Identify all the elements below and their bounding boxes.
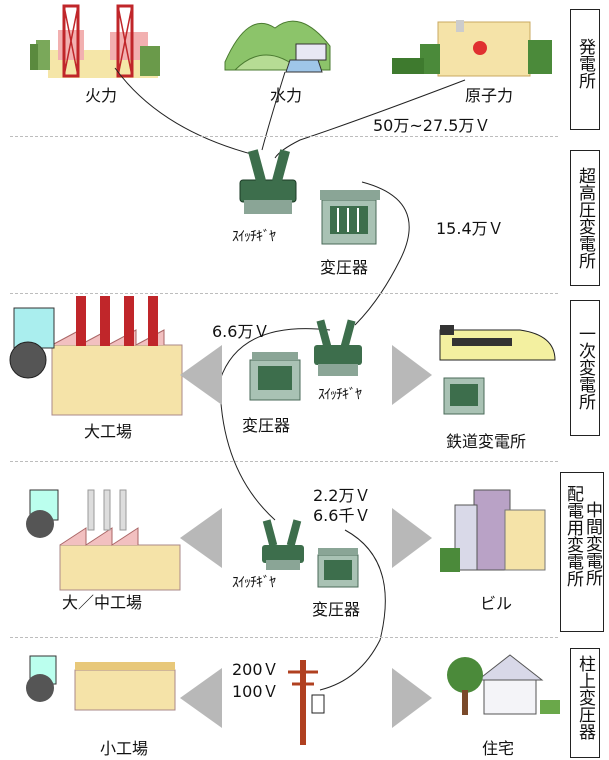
- separator-line: [10, 293, 558, 294]
- hydro-label: 水力: [270, 86, 303, 105]
- house-icon: [447, 654, 560, 715]
- thermal-plant-icon: [30, 4, 160, 78]
- distribution-transformer-icon: [317, 548, 359, 588]
- primary-transformer-label: 変圧器: [242, 416, 291, 435]
- primary-switchgear-icon: [314, 319, 362, 376]
- nuclear-label: 原子力: [465, 86, 514, 105]
- side-box-primary: 一次変電所: [570, 300, 600, 436]
- ultra-high-voltage: 15.4万Ｖ: [436, 219, 504, 238]
- large-factory-label: 大工場: [84, 422, 133, 441]
- arrow-right-primary: [392, 345, 432, 405]
- transformer-label: 変圧器: [320, 258, 369, 277]
- separator-line: [10, 637, 558, 638]
- primary-transformer-icon: [249, 352, 301, 401]
- arrow-right-distribution: [392, 508, 432, 568]
- arrow-left-primary: [180, 345, 222, 405]
- small-factory-label: 小工場: [100, 739, 149, 758]
- house-label: 住宅: [482, 739, 515, 758]
- utility-pole-icon: [288, 660, 325, 745]
- side-label-primary: 一次変電所: [575, 325, 595, 410]
- distribution-voltage-2: 6.6千Ｖ: [313, 506, 371, 525]
- distribution-switchgear-icon: [262, 519, 304, 570]
- hydro-plant-icon: [224, 20, 331, 73]
- railway-label: 鉄道変電所: [446, 432, 527, 451]
- side-label-distribution: 配電用変電所: [563, 485, 583, 587]
- primary-switchgear-label: ｽｲｯﾁｷﾞﾔ: [318, 387, 362, 403]
- switchgear-label: ｽｲｯﾁｷﾞﾔ: [232, 229, 276, 245]
- nuclear-plant-icon: [392, 20, 552, 77]
- transformer-icon: [320, 190, 380, 245]
- arrow-left-distribution: [180, 508, 222, 568]
- pole-voltage-1: 200Ｖ: [232, 660, 279, 679]
- railway-transformer-icon: [443, 377, 485, 415]
- medium-factory-label: 大／中工場: [62, 593, 143, 612]
- arrow-right-pole: [392, 668, 432, 728]
- medium-factory-icon: [26, 489, 181, 591]
- building-label: ビル: [480, 594, 513, 613]
- primary-voltage: 6.6万Ｖ: [212, 322, 270, 341]
- distribution-switchgear-label: ｽｲｯﾁｷﾞﾔ: [232, 575, 276, 591]
- arrow-left-pole: [180, 668, 222, 728]
- side-box-distribution: 中間変電所 配電用変電所: [560, 472, 604, 632]
- generation-voltage: 50万~27.5万Ｖ: [373, 116, 491, 135]
- separator-line: [10, 136, 558, 137]
- side-label-ultra-high: 超高圧変電所: [575, 167, 595, 269]
- side-label-intermediate: 中間変電所: [582, 501, 602, 586]
- side-label-pole: 柱上変圧器: [575, 655, 595, 740]
- side-box-generation: 発電所: [570, 9, 600, 130]
- thermal-label: 火力: [85, 86, 118, 105]
- small-factory-icon: [26, 655, 176, 711]
- separator-line: [10, 461, 558, 462]
- distribution-transformer-label: 変圧器: [312, 600, 361, 619]
- building-icon: [440, 489, 546, 572]
- pole-voltage-2: 100Ｖ: [232, 682, 279, 701]
- side-label-generation: 発電所: [575, 38, 595, 89]
- side-box-ultra-high: 超高圧変電所: [570, 150, 600, 286]
- large-factory-icon: [9, 296, 183, 416]
- train-icon: [439, 325, 556, 361]
- distribution-voltage-1: 2.2万Ｖ: [313, 486, 371, 505]
- switchgear-icon: [239, 149, 297, 214]
- side-box-pole: 柱上変圧器: [570, 648, 600, 758]
